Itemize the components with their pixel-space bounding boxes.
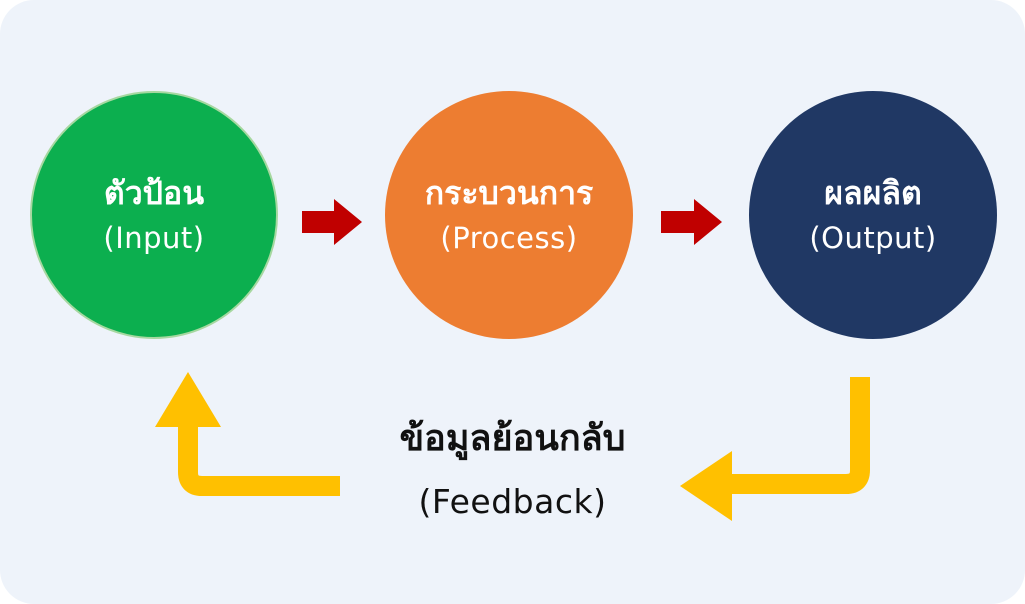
node-process-title: กระบวนการ — [424, 174, 594, 212]
node-process: กระบวนการ (Process) — [385, 91, 633, 339]
node-input-title: ตัวป้อน — [103, 174, 205, 212]
node-output-title: ผลผลิต — [824, 174, 922, 212]
node-output-subtitle: (Output) — [809, 221, 937, 255]
node-input-subtitle: (Input) — [103, 221, 205, 255]
feedback-title: ข้อมูลย้อนกลับ — [399, 418, 626, 459]
node-process-subtitle: (Process) — [440, 221, 578, 255]
feedback-arrowhead-up — [155, 372, 221, 427]
flow-arrow-process-to-output — [661, 199, 722, 245]
flow-arrow-input-to-process — [302, 199, 362, 245]
feedback-arrowhead-left — [680, 451, 732, 521]
feedback-arrow-from-output — [722, 377, 870, 494]
node-output: ผลผลิต (Output) — [749, 91, 997, 339]
feedback-label: ข้อมูลย้อนกลับ (Feedback) — [340, 408, 685, 534]
node-input: ตัวป้อน (Input) — [30, 91, 278, 339]
feedback-arrow-to-input — [178, 420, 340, 496]
feedback-subtitle: (Feedback) — [418, 482, 607, 521]
